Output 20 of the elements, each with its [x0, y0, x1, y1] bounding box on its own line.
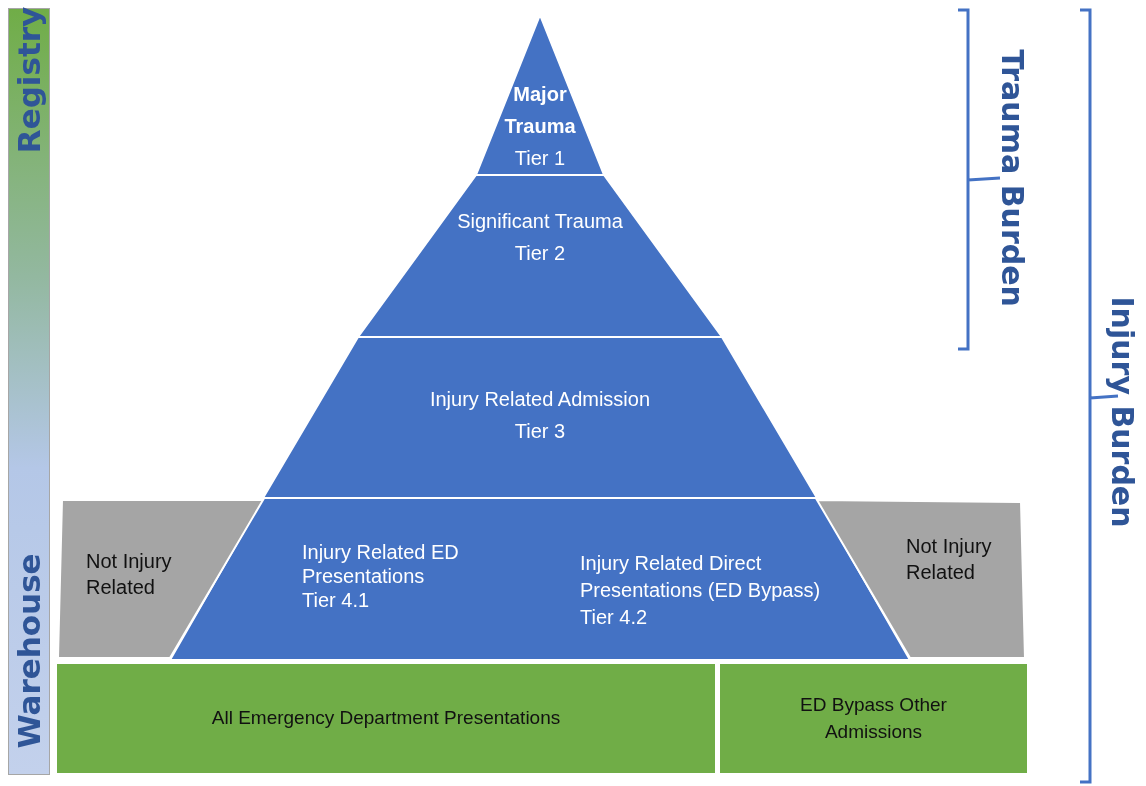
- bracket-label: Injury Burden: [1107, 296, 1137, 528]
- tier-label: Major Trauma: [503, 82, 577, 139]
- tier-label: Tier 3: [514, 419, 566, 444]
- category-box: [57, 664, 715, 773]
- box-label: ED Bypass Other Admissions: [799, 692, 948, 744]
- tier-label: Tier 4.1: [302, 588, 370, 612]
- tier-label: Significant Trauma: [457, 209, 623, 234]
- bar-label: Registry: [13, 6, 45, 154]
- tier-label: Tier 4.2: [580, 605, 648, 630]
- tier-label: Injury Related Direct Presentations (ED Bypass): [580, 551, 822, 603]
- tier-label: Tier 2: [514, 241, 566, 266]
- tier-label: Injury Related ED Presentations: [302, 540, 460, 588]
- tier-label: Not Injury Related: [906, 534, 993, 585]
- tier-label: Injury Related Admission: [429, 387, 651, 412]
- bar-label: Warehouse: [13, 553, 45, 749]
- category-box: [720, 664, 1027, 773]
- tier-label: Tier 1: [514, 146, 566, 171]
- box-label: All Emergency Department Presentations: [211, 706, 561, 731]
- bracket-label: Trauma Burden: [997, 49, 1027, 307]
- tier-label: Not Injury Related: [86, 549, 173, 600]
